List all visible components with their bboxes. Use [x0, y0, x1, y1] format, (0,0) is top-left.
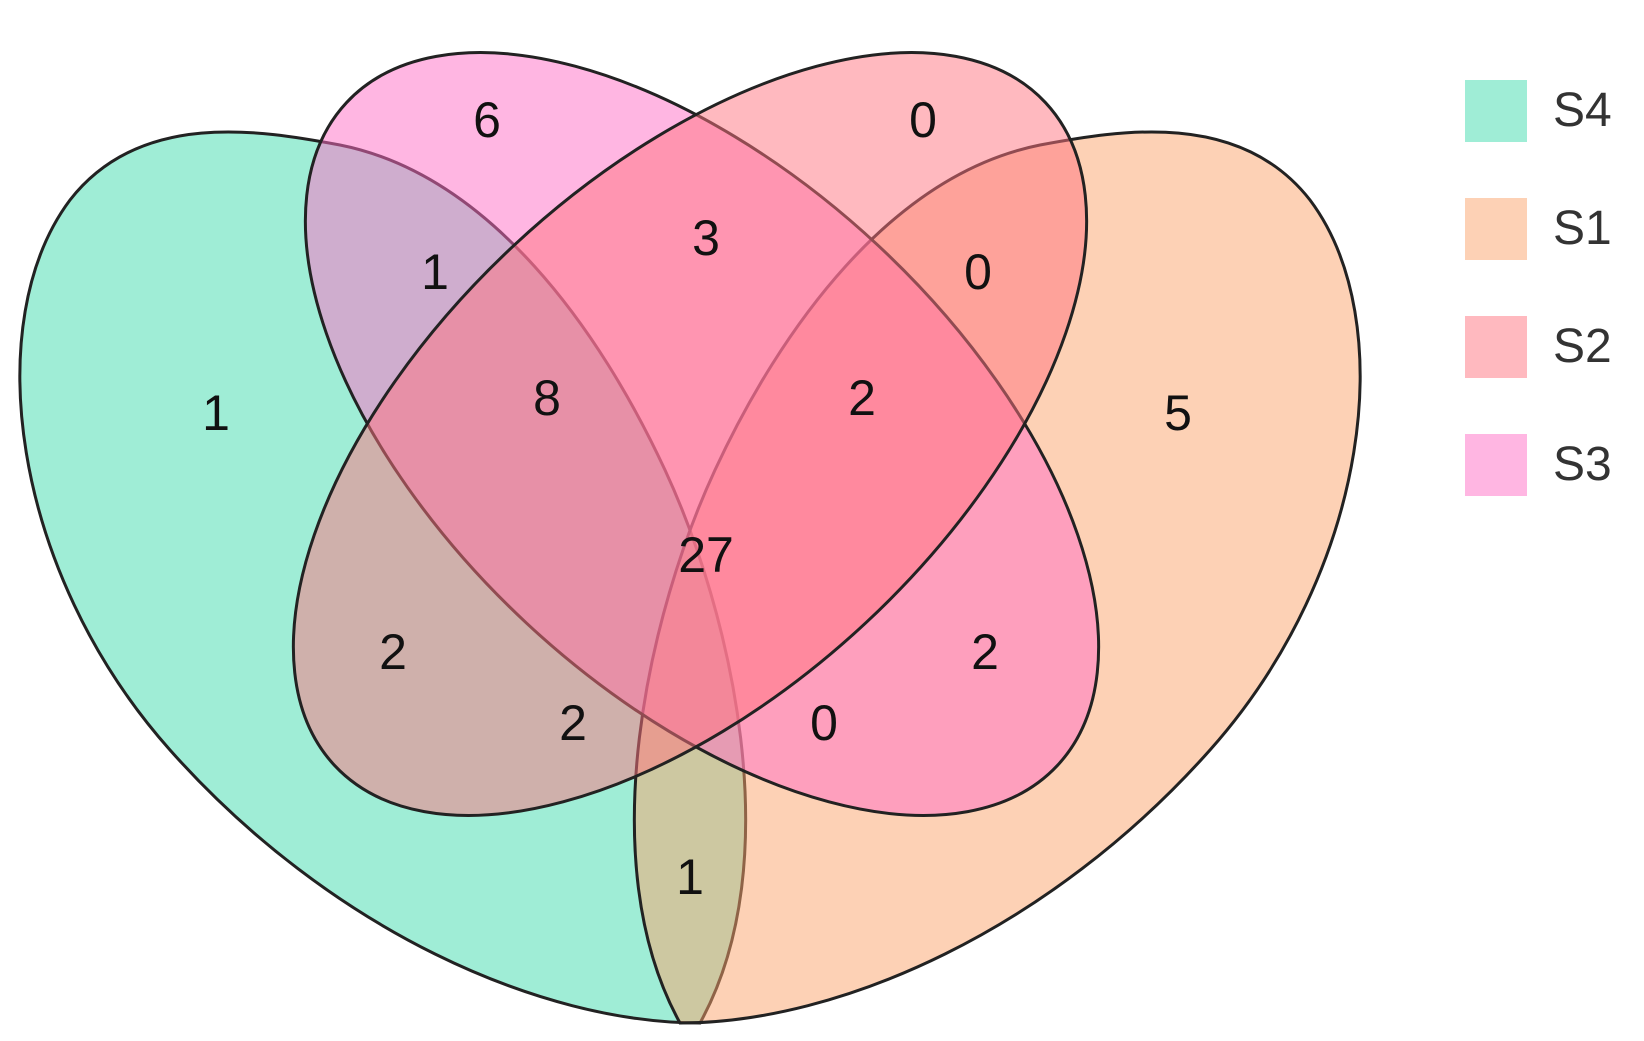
region-count-s1-s2-s3-s4: 27 [678, 527, 734, 583]
legend-item-s1: S1 [1465, 198, 1644, 260]
legend-item-s2: S2 [1465, 316, 1644, 378]
legend-swatch [1465, 434, 1527, 496]
legend-swatch [1465, 80, 1527, 142]
venn-region-counts: 6 0 1 3 0 1 8 2 5 27 2 2 2 0 1 [202, 92, 1192, 905]
region-count-s1-s2: 0 [964, 244, 992, 300]
region-count-s2-s4: 2 [379, 624, 407, 680]
region-count-s3: 6 [473, 92, 501, 148]
legend-item-s4: S4 [1465, 80, 1644, 142]
region-count-s3-s4: 1 [421, 244, 449, 300]
region-count-s1-s2-s3: 2 [848, 370, 876, 426]
region-count-s4: 1 [202, 385, 230, 441]
legend-swatch [1465, 198, 1527, 260]
legend-label: S1 [1553, 202, 1612, 255]
region-count-s1-s3-s4: 0 [810, 695, 838, 751]
region-count-s2-s3-s4: 8 [533, 370, 561, 426]
venn-set-shapes [18, 51, 1362, 1025]
legend-label: S4 [1553, 84, 1612, 137]
set-s2-shape [291, 51, 1089, 817]
legend-label: S3 [1553, 438, 1612, 491]
region-count-s2: 0 [909, 92, 937, 148]
legend-item-s3: S3 [1465, 434, 1644, 496]
legend-label: S2 [1553, 320, 1612, 373]
legend-swatch [1465, 316, 1527, 378]
region-count-s1-s4: 1 [676, 849, 704, 905]
region-count-s1: 5 [1164, 385, 1192, 441]
region-count-s1-s2-s4: 2 [559, 695, 587, 751]
region-count-s2-s3: 3 [692, 210, 720, 266]
region-count-s1-s3: 2 [971, 624, 999, 680]
